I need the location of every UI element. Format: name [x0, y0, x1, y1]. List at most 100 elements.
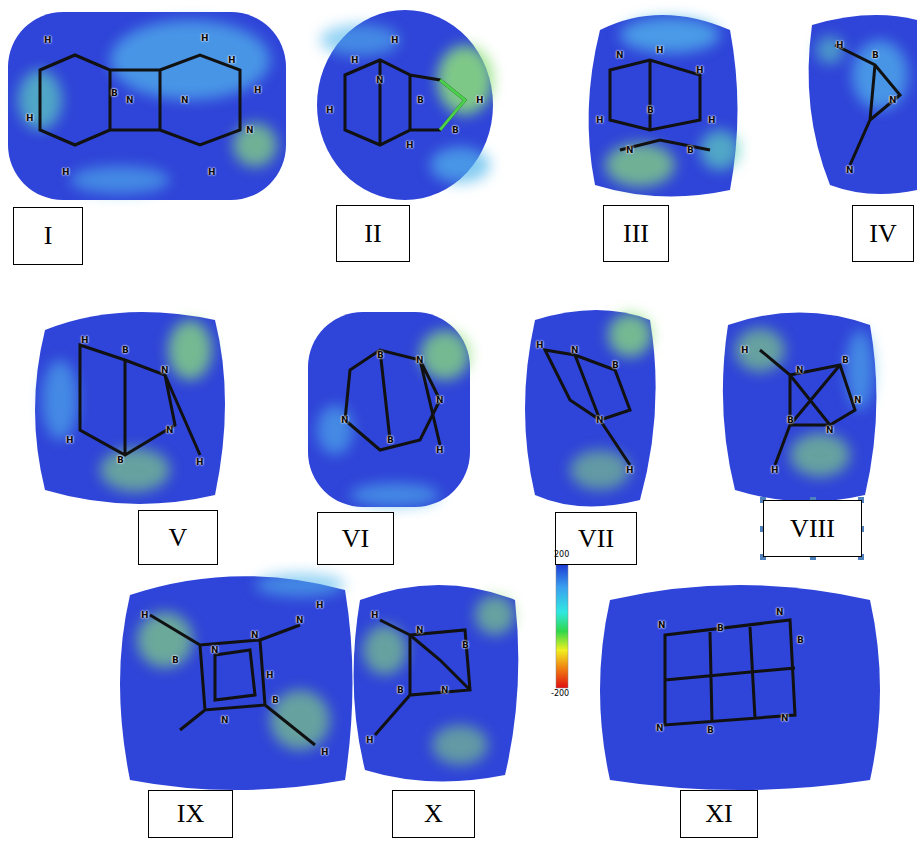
panel-numeral: XI	[705, 801, 732, 827]
label-box: II	[336, 205, 410, 262]
atom-label: N	[616, 51, 624, 60]
label-box: VIII	[763, 500, 862, 557]
atom-label: N	[416, 626, 424, 635]
panel-numeral: VI	[342, 526, 369, 552]
atom-label: N	[656, 724, 664, 733]
panel-numeral: IX	[177, 801, 204, 827]
atom-label: H	[208, 168, 216, 177]
atom-label: H	[626, 466, 634, 475]
label-box: X	[392, 790, 475, 838]
esp-surface	[723, 313, 877, 502]
atom-label: N	[221, 716, 229, 725]
atom-label: B	[707, 726, 714, 735]
atom-label: H	[196, 458, 204, 467]
label-box: V	[138, 510, 218, 565]
label-box: III	[603, 205, 669, 262]
color-scale	[556, 562, 568, 688]
atom-label: H	[436, 446, 444, 455]
panel-numeral: II	[364, 221, 381, 247]
esp-surface	[35, 312, 225, 504]
atom-label: N	[166, 426, 174, 435]
atom-label: H	[366, 736, 374, 745]
atom-label: H	[536, 341, 544, 350]
atom-label: H	[656, 46, 664, 55]
atom-label: H	[476, 96, 484, 105]
atom-label: N	[846, 166, 854, 175]
atom-label: B	[842, 356, 849, 365]
label-box: XI	[680, 790, 758, 838]
atom-label: H	[391, 36, 399, 45]
panel-numeral: VIII	[790, 516, 835, 542]
atom-label: N	[341, 416, 349, 425]
atom-label: N	[161, 366, 169, 375]
atom-label: H	[254, 86, 262, 95]
atom-label: B	[417, 96, 424, 105]
esp-surface	[600, 585, 880, 790]
atom-label: N	[181, 96, 189, 105]
label-box: VI	[317, 512, 394, 565]
atom-label: B	[452, 126, 459, 135]
atom-label: H	[406, 141, 414, 150]
esp-surface	[120, 573, 353, 790]
atom-label: B	[612, 361, 619, 370]
atom-label: N	[781, 714, 789, 723]
atom-label: H	[66, 436, 74, 445]
atom-label: B	[387, 436, 394, 445]
atom-label: B	[647, 106, 654, 115]
atom-label: H	[26, 114, 34, 123]
label-box: IV	[852, 205, 914, 262]
atom-label: B	[122, 346, 129, 355]
atom-label: B	[717, 624, 724, 633]
atom-label: H	[316, 601, 324, 610]
atom-label: B	[117, 456, 124, 465]
atom-label: H	[326, 106, 334, 115]
selection-handles	[760, 497, 864, 560]
panel-numeral: III	[623, 221, 649, 247]
panel-numeral: I	[44, 223, 53, 249]
scale-value: -200	[551, 690, 569, 698]
atom-label: N	[376, 76, 384, 85]
atom-label: H	[201, 34, 209, 43]
panel-numeral: VII	[578, 526, 614, 552]
scale-value: 200	[554, 551, 569, 559]
atom-label: B	[377, 351, 384, 360]
atom-label: H	[741, 346, 749, 355]
atom-label: N	[796, 366, 804, 375]
panel-numeral: V	[169, 525, 188, 551]
atom-label: N	[889, 96, 897, 105]
atom-label: H	[836, 41, 844, 50]
atom-label: N	[596, 416, 604, 425]
atom-label: H	[321, 748, 329, 757]
atom-label: H	[228, 56, 236, 65]
esp-surface	[8, 12, 286, 200]
atom-label: N	[436, 396, 444, 405]
atom-label: B	[462, 641, 469, 650]
panel-numeral: X	[424, 801, 443, 827]
atom-label: N	[416, 356, 424, 365]
atom-label: H	[141, 611, 149, 620]
atom-label: N	[246, 126, 254, 135]
atom-label: N	[826, 426, 834, 435]
atom-label: B	[797, 636, 804, 645]
atom-label: N	[126, 96, 134, 105]
esp-surface	[308, 312, 470, 507]
atom-label: N	[211, 646, 219, 655]
atom-label: H	[696, 66, 704, 75]
atom-label: H	[771, 466, 779, 475]
atom-label: B	[397, 686, 404, 695]
label-box: I	[13, 207, 83, 265]
atom-label: N	[296, 616, 304, 625]
atom-label: H	[81, 336, 89, 345]
atom-label: B	[172, 656, 179, 665]
atom-label: N	[571, 346, 579, 355]
atom-label: H	[44, 36, 52, 45]
atom-label: H	[62, 168, 70, 177]
atom-label: B	[687, 146, 694, 155]
esp-surface	[317, 10, 493, 200]
esp-surface	[525, 310, 656, 506]
atom-label: B	[111, 89, 118, 98]
atom-label: H	[371, 611, 379, 620]
label-box: IX	[148, 790, 233, 838]
atom-label: B	[272, 696, 279, 705]
